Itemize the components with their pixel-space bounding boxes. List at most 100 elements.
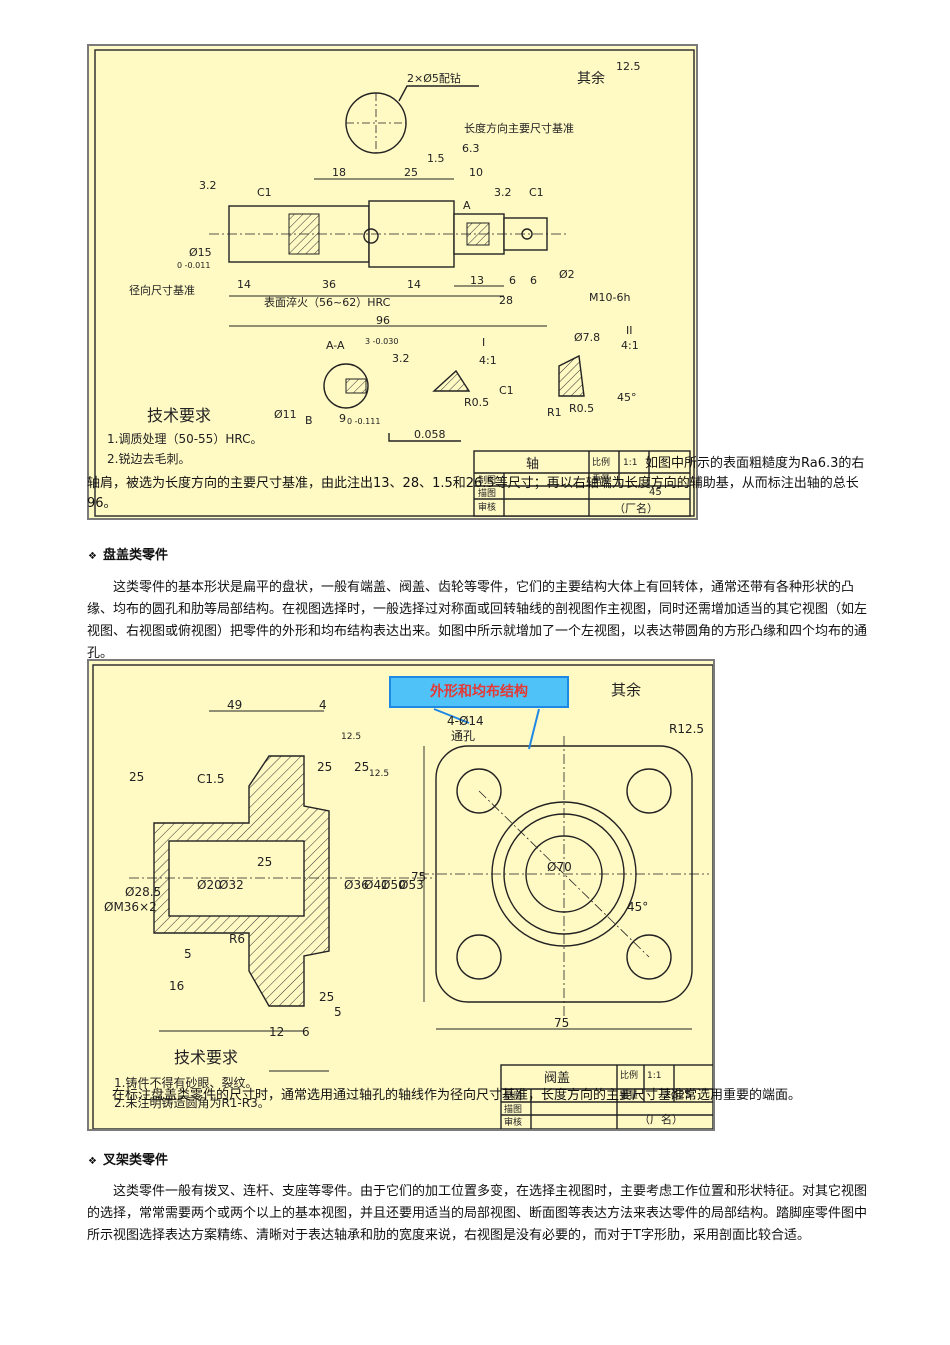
radius-r12-5: R12.5 — [669, 722, 704, 736]
dim-1-5: 1.5 — [427, 152, 445, 165]
rough-12-5a: 12.5 — [341, 732, 361, 742]
through-hole-label: 通孔 — [451, 729, 475, 743]
tech-req-item-2: 2.锐边去毛刺。 — [107, 452, 190, 466]
radius-r05b: R0.5 — [569, 402, 594, 415]
title-block-scale-value: 1:1 — [623, 458, 637, 468]
valve-cover-drawing-svg: 其余 49 4 12.5 25 C1.5 25 25 12.5 25 ØM36×… — [92, 664, 713, 1129]
dim-96: 96 — [376, 314, 390, 327]
section-tol: 3 -0.030 — [365, 337, 398, 346]
title-block-scale-value-2: 1:1 — [647, 1071, 661, 1081]
angle-45-2: 45° — [627, 900, 648, 914]
rough-25b: 25 — [317, 760, 332, 774]
dim-14b: 14 — [407, 278, 421, 291]
chamfer-c1c: C1 — [499, 384, 514, 397]
title-block-name: 轴 — [526, 457, 539, 472]
rough-12-5b: 12.5 — [369, 769, 389, 779]
dim-phi11: Ø11 — [274, 408, 297, 421]
valve-cover-caption: 在标注盘盖类零件的尺寸时，通常选用通过轴孔的轴线作为径向尺寸基准，长度方向的主要… — [112, 1088, 802, 1103]
dim-28: 28 — [499, 294, 513, 307]
title-block-scale-label-2: 比例 — [620, 1069, 638, 1081]
rough-25a: 25 — [129, 770, 144, 784]
dim-d70: Ø70 — [547, 860, 572, 874]
chamfer-c1b: C1 — [529, 186, 544, 199]
dim-d53: Ø53 — [399, 878, 424, 892]
dim-75-vertical: 75 — [411, 870, 426, 884]
title-block-weight-label-2: 重量 — [620, 1089, 638, 1101]
length-datum-label: 长度方向主要尺寸基准 — [464, 121, 574, 135]
angle-45: 45° — [617, 391, 637, 404]
rest-roughness: 12.5 — [616, 60, 641, 73]
title-block-traced-2: 描图 — [504, 1103, 522, 1115]
title-block-drawn-2: 制图 — [504, 1090, 522, 1102]
radius-r05a: R0.5 — [464, 396, 489, 409]
dim-6b: 6 — [530, 274, 537, 287]
dim-12: 12 — [269, 1025, 284, 1039]
tech-req-item-2-2: 2.未注明铸造圆角为R1-R3。 — [114, 1095, 270, 1110]
section-fork-frame-heading: ❖叉架类零件 — [88, 1149, 168, 1168]
section-label: A-A — [326, 339, 345, 352]
tech-req-title-2: 技术要求 — [174, 1048, 238, 1067]
rough-3-2b: 3.2 — [494, 186, 512, 199]
shaft-drawing-svg: 2×Ø5配钻 其余 12.5 长度方向主要尺寸基准 径向尺寸基准 1.5 6.3… — [94, 49, 695, 517]
tech-req-item-2-1: 1.铸件不得有砂眼、裂纹。 — [114, 1075, 257, 1090]
section-disc-cover-heading: ❖盘盖类零件 — [88, 544, 168, 563]
thread-m36: ØM36×2 — [104, 900, 157, 914]
tech-req-item-1: 1.调质处理（50-55）HRC。 — [107, 432, 262, 446]
detail-ii-ratio: 4:1 — [621, 339, 639, 352]
dim-dia15: Ø15 — [189, 246, 212, 259]
callout-shape-distribution: 外形和均布结构 — [389, 676, 569, 708]
title-block-material: 45 — [649, 487, 662, 498]
dim-25: 25 — [404, 166, 418, 179]
section-mark-a: A — [463, 199, 471, 212]
rough-6-3: 6.3 — [462, 142, 480, 155]
dim-d41: Ø41 — [364, 878, 389, 892]
rough-25c: 25 — [354, 760, 369, 774]
dim-d50: Ø50 — [381, 878, 406, 892]
dim-6a: 6 — [509, 274, 516, 287]
diamond-bullet-icon: ❖ — [88, 551, 97, 562]
title-block-checked-2: 审核 — [504, 1116, 522, 1128]
dim-36: 36 — [322, 278, 336, 291]
valve-cover-drawing: 其余 49 4 12.5 25 C1.5 25 25 12.5 25 ØM36×… — [87, 659, 715, 1131]
hardening-note: 表面淬火（56~62）HRC — [264, 295, 391, 309]
diamond-bullet-icon: ❖ — [88, 1156, 97, 1167]
title-block-factory-2: （厂名） — [639, 1112, 683, 1126]
dim-10: 10 — [469, 166, 483, 179]
symmetry-tol: 0.058 — [414, 428, 446, 441]
rest-label-2: 其余 — [611, 681, 641, 699]
radial-datum-label: 径向尺寸基准 — [129, 283, 195, 297]
title-block-scale-label: 比例 — [592, 456, 610, 468]
dim-d28-5: Ø28.5 — [125, 885, 161, 899]
tol-dia15: 0 -0.011 — [177, 261, 210, 270]
shaft-caption: 如图中所示的表面粗糙度为Ra6.3的右轴肩，被选为长度方向的主要尺寸基准，由此注… — [87, 456, 865, 511]
rough-25d: 25 — [257, 855, 272, 869]
dim-49: 49 — [227, 698, 242, 712]
title-block-name-2: 阀盖 — [544, 1071, 570, 1086]
thread-m10: M10-6h — [589, 291, 630, 304]
dim-b9: 9 — [339, 412, 346, 425]
dim-d36: Ø36 — [344, 878, 369, 892]
rest-label: 其余 — [577, 70, 605, 87]
section-disc-cover-paragraph: 这类零件的基本形状是扁平的盘状，一般有端盖、阀盖、齿轮等零件，它们的主要结构大体… — [87, 580, 868, 661]
dim-5a: 5 — [184, 947, 192, 961]
dim-d20: Ø20 — [197, 878, 222, 892]
dim-d32: Ø32 — [219, 878, 244, 892]
dim-14a: 14 — [237, 278, 251, 291]
chamfer-c15: C1.5 — [197, 772, 224, 786]
chamfer-c1a: C1 — [257, 186, 272, 199]
dim-18: 18 — [332, 166, 346, 179]
dim-phi78: Ø7.8 — [574, 331, 600, 344]
title-block-weight-label: 重量 — [592, 473, 610, 485]
shaft-drawing: 2×Ø5配钻 其余 12.5 长度方向主要尺寸基准 径向尺寸基准 1.5 6.3… — [87, 44, 698, 520]
section-fork-frame-paragraph: 这类零件一般有拨叉、连杆、支座等零件。由于它们的加工位置多变，在选择主视图时，主… — [87, 1184, 868, 1243]
rough-25e: 25 — [319, 990, 334, 1004]
dim-6: 6 — [302, 1025, 310, 1039]
dim-75-horizontal: 75 — [554, 1016, 569, 1030]
dim-13: 13 — [470, 274, 484, 287]
title-block-material-2: ZG25 — [664, 1090, 691, 1101]
detail-i-ratio: 4:1 — [479, 354, 497, 367]
tech-req-title: 技术要求 — [147, 406, 211, 425]
detail-ii-label: II — [626, 324, 633, 337]
title-block-checked: 审核 — [478, 501, 496, 513]
radius-r6: R6 — [229, 932, 245, 946]
